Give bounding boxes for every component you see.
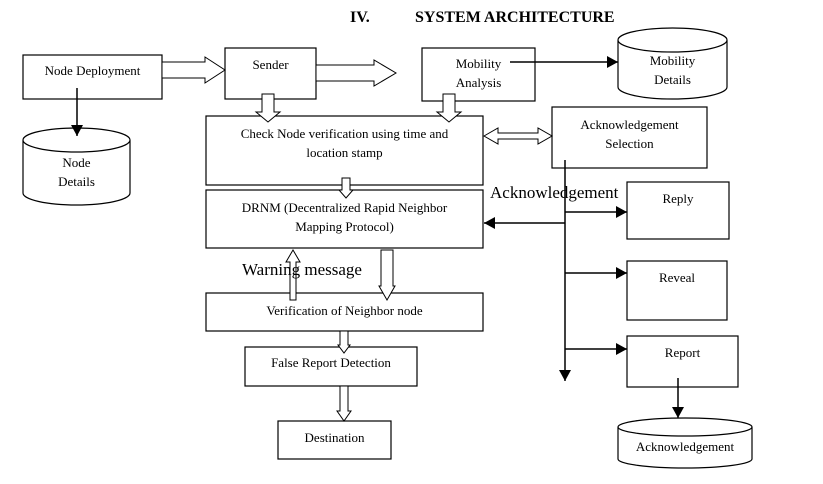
mobility-details-label: Mobility: [650, 53, 696, 68]
ack-store-database: [617, 417, 753, 469]
check-node-box: [205, 115, 484, 186]
sender-label: Sender: [252, 57, 289, 72]
sender-to-check-arrow: [254, 93, 282, 123]
to-report-arrow-head: [616, 343, 627, 355]
mobility-to-details-arrow-head: [607, 56, 618, 68]
verification-to-false-report-arrow: [337, 330, 351, 354]
acknowledgement-to-drnm-arrow-head: [484, 217, 495, 229]
acknowledgement-edge-label: Acknowledgement: [490, 183, 619, 202]
node-details-database: [22, 127, 131, 206]
to-reply-arrow-head: [616, 206, 627, 218]
verification-to-drnm-warning-arrow: [285, 249, 301, 301]
sender-right-arrow: [315, 59, 397, 87]
drnm-to-verification-arrow: [378, 249, 396, 302]
warning-message-edge-label: Warning message: [242, 260, 362, 279]
verification-label: Verification of Neighbor node: [266, 303, 423, 318]
reveal-label: Reveal: [659, 270, 695, 285]
false-report-to-destination-arrow: [336, 385, 352, 422]
node-details-label: Node: [62, 155, 90, 170]
ack-selection-vertical-line-arrow-head: [559, 370, 571, 381]
check-node-label: Check Node verification using time and: [241, 126, 449, 141]
sender-box: [224, 47, 317, 100]
node-deployment-box: [22, 54, 163, 100]
check-node-label: location stamp: [306, 145, 382, 160]
section-number: IV.: [350, 9, 370, 26]
destination-label: Destination: [305, 430, 365, 445]
destination-box: [277, 420, 392, 460]
reply-box: [626, 181, 730, 240]
diagram-title: SYSTEM ARCHITECTURE: [415, 9, 615, 26]
report-box: [626, 335, 739, 388]
drnm-label: DRNM (Decentralized Rapid Neighbor: [242, 200, 448, 215]
check-ack-bidirectional-arrow: [482, 127, 554, 145]
mobility-details-database: [617, 27, 728, 100]
report-to-ack-store-arrow-head: [672, 407, 684, 418]
ack-store-label: Acknowledgement: [636, 439, 735, 454]
to-reveal-arrow-head: [616, 267, 627, 279]
ack-selection-label: Acknowledgement: [580, 117, 679, 132]
drnm-box: [205, 189, 484, 249]
reveal-box: [626, 260, 728, 321]
mobility-to-check-arrow: [435, 93, 463, 123]
mobility-analysis-label: Mobility: [456, 56, 502, 71]
deploy-to-node-details-arrow-head: [71, 125, 83, 136]
ack-selection-box: [551, 106, 708, 169]
mobility-analysis-label: Analysis: [456, 75, 502, 90]
false-report-box: [244, 346, 418, 387]
node-deployment-label: Node Deployment: [45, 63, 141, 78]
report-label: Report: [665, 345, 701, 360]
drnm-label: Mapping Protocol): [295, 219, 394, 234]
false-report-label: False Report Detection: [271, 355, 391, 370]
deploy-to-sender-arrow: [161, 56, 226, 84]
mobility-analysis-box: [421, 47, 536, 102]
check-to-drnm-arrow: [337, 177, 355, 199]
ack-selection-label: Selection: [605, 136, 654, 151]
mobility-details-label: Details: [654, 72, 691, 87]
reply-label: Reply: [662, 191, 694, 206]
verification-box: [205, 292, 484, 332]
node-details-label: Details: [58, 174, 95, 189]
